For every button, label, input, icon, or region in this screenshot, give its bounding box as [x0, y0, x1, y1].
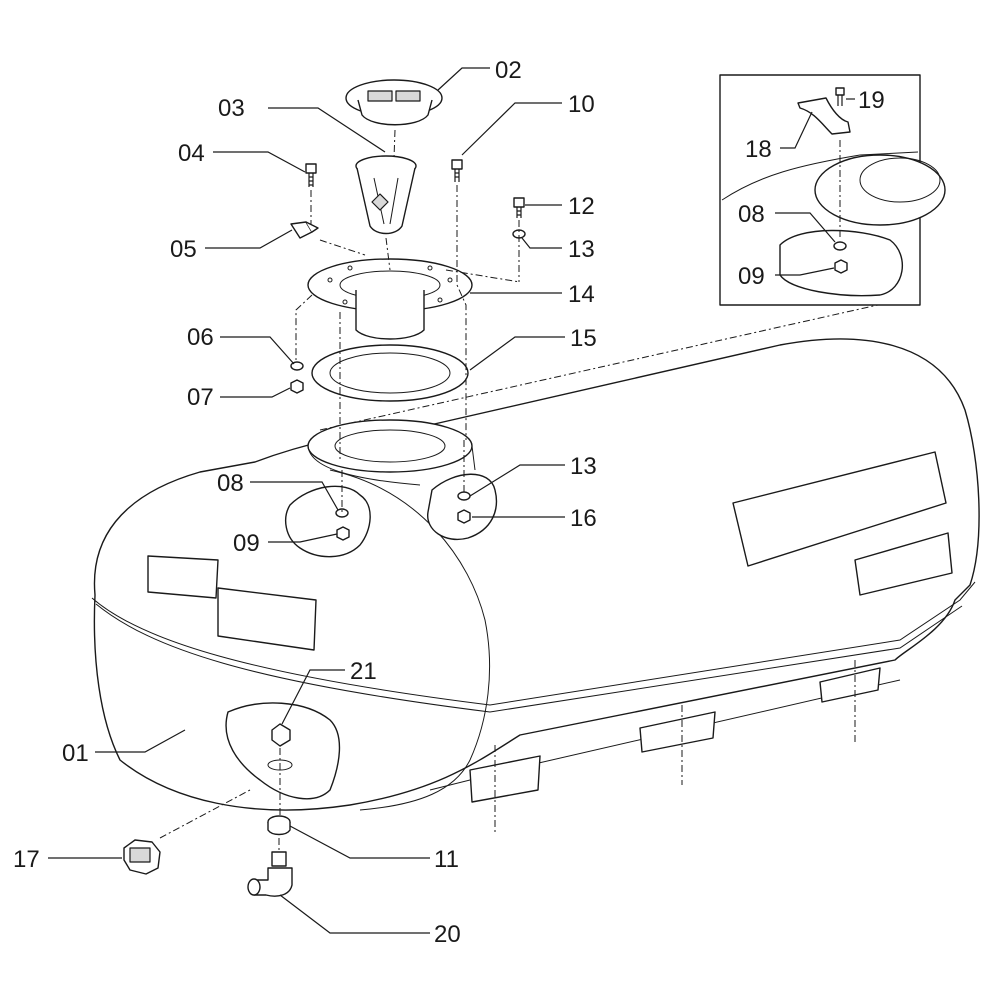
part-09-nut — [336, 526, 350, 541]
callout-07: 07 — [187, 384, 214, 411]
cutaway-patch-left — [284, 485, 371, 558]
part-03-strainer — [355, 155, 417, 235]
callout-13: 13 — [570, 453, 597, 480]
callout-08: 08 — [217, 470, 244, 497]
tank-filler-neck — [307, 419, 476, 486]
callout-labels: 02 03 10 04 12 05 13 14 06 15 07 13 08 1… — [13, 57, 885, 948]
part-04-screw — [305, 163, 317, 224]
callout-14: 14 — [568, 281, 595, 308]
part-02-cap — [345, 79, 443, 126]
callout-09-inset: 09 — [738, 263, 765, 290]
assembly-lines — [278, 129, 521, 852]
part-05-clip — [290, 221, 319, 239]
callout-04: 04 — [178, 140, 205, 167]
leader-lines — [48, 67, 855, 934]
part-15-gasket — [311, 344, 469, 402]
callout-11: 11 — [434, 846, 459, 873]
callout-09: 09 — [233, 530, 260, 557]
part-20-elbow — [247, 851, 293, 897]
part-14-flange — [307, 258, 473, 340]
callout-18: 18 — [745, 136, 772, 163]
part-18-bracket — [797, 97, 851, 135]
callout-15: 15 — [570, 325, 597, 352]
part-07-nut — [290, 379, 304, 394]
callout-21: 21 — [350, 658, 377, 685]
callout-19: 19 — [858, 87, 885, 114]
part-16-nut — [457, 509, 471, 524]
part-13-washer — [457, 491, 471, 501]
callout-20: 20 — [434, 921, 461, 948]
part-11-seal — [267, 815, 291, 836]
callout-05: 05 — [170, 236, 197, 263]
callout-02: 02 — [495, 57, 522, 84]
cutaway-patch-bottom — [225, 702, 341, 800]
part-08-washer — [335, 508, 349, 518]
callout-01: 01 — [62, 740, 89, 767]
part-17-plug — [123, 789, 251, 875]
callout-13-top: 13 — [568, 236, 595, 263]
part-19-bolt — [835, 87, 845, 106]
callout-17: 17 — [13, 846, 40, 873]
part-12-bolt — [513, 197, 525, 218]
tank-feet — [469, 660, 881, 832]
callout-10: 10 — [568, 91, 595, 118]
callout-16: 16 — [570, 505, 597, 532]
callout-12: 12 — [568, 193, 595, 220]
tank-body — [91, 299, 980, 811]
callout-03: 03 — [218, 95, 245, 122]
detail-inset — [719, 74, 946, 306]
callout-06: 06 — [187, 324, 214, 351]
part-10-screw — [451, 159, 463, 182]
callout-08-inset: 08 — [738, 201, 765, 228]
